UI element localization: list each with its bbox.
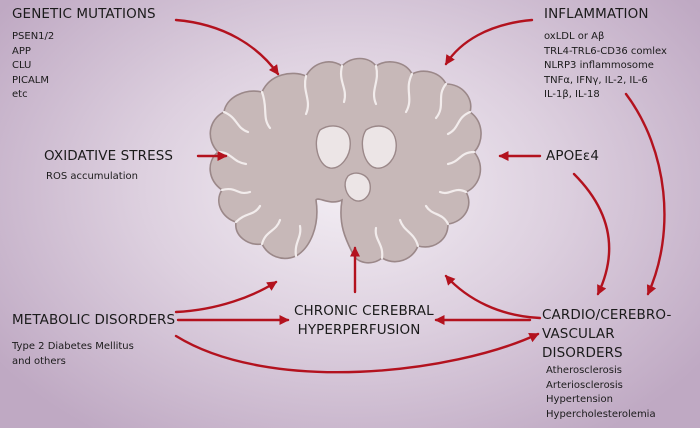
- inflammation-list: oxLDL or Aβ TRL4-TRL6-CD36 comlex NLRP3 …: [544, 30, 667, 103]
- inflammation-item: NLRP3 inflammosome: [544, 60, 654, 72]
- genetic-item: CLU: [12, 60, 32, 72]
- apoe4-heading: APOEε4: [546, 148, 600, 164]
- chronic-cerebral-hyperperfusion-heading: CHRONIC CEREBRAL HYPERPERFUSION: [294, 302, 434, 340]
- genetic-item: PICALM: [12, 74, 50, 86]
- left-ventricle: [315, 125, 351, 169]
- hypoperfusion-line: HYPERPERFUSION: [297, 322, 421, 338]
- metabolic-disorders-list: Type 2 Diabetes Mellitus and others: [12, 340, 134, 369]
- cardio-line: DISORDERS: [542, 345, 623, 361]
- metabolic-item: Type 2 Diabetes Mellitus: [12, 341, 134, 352]
- inflammation-item: IL-1β, IL-18: [544, 89, 600, 101]
- cardio-item: Hypercholesterolemia: [546, 408, 656, 420]
- arrow-cardio-to-brain: [444, 274, 542, 320]
- inflammation-item: oxLDL or Aβ: [544, 31, 605, 42]
- brain-outline: [209, 57, 482, 264]
- cardio-cerebrovascular-heading: CARDIO/CEREBRO- VASCULAR DISORDERS: [542, 306, 671, 363]
- brain-sulci: [216, 64, 476, 260]
- metabolic-item: and others: [12, 355, 66, 367]
- hypoperfusion-line: CHRONIC CEREBRAL: [294, 303, 434, 319]
- third-ventricle: [344, 172, 371, 202]
- genetic-mutations-heading: GENETIC MUTATIONS: [12, 6, 156, 22]
- inflammation-item: TRL4-TRL6-CD36 comlex: [544, 45, 667, 57]
- genetic-mutations-list: PSEN1/2 APP CLU PICALM etc: [12, 30, 54, 103]
- genetic-item: etc: [12, 89, 28, 101]
- oxidative-stress-heading: OXIDATIVE STRESS: [44, 148, 174, 164]
- arrow-metabolic-to-brain: [174, 280, 278, 314]
- genetic-item: APP: [12, 45, 31, 57]
- inflammation-heading: INFLAMMATION: [544, 6, 649, 22]
- oxidative-stress-list: ROS accumulation: [46, 170, 138, 185]
- metabolic-disorders-heading: METABOLIC DISORDERS: [12, 312, 176, 328]
- arrow-inflammation-to-cardio: [624, 92, 666, 296]
- arrows: [174, 18, 666, 374]
- cardio-item: Arteriosclerosis: [546, 379, 623, 391]
- oxidative-item: ROS accumulation: [46, 171, 138, 182]
- genetic-item: PSEN1/2: [12, 31, 55, 42]
- cardio-line: VASCULAR: [542, 326, 615, 342]
- arrow-apoe-to-cardio: [572, 172, 611, 296]
- arrow-genetic-to-brain: [174, 18, 280, 76]
- cardio-item: Atherosclerosis: [546, 365, 622, 376]
- cardio-line: CARDIO/CEREBRO-: [542, 307, 672, 323]
- cardio-item: Hypertension: [546, 394, 613, 406]
- brain-cross-section-illustration: [209, 57, 482, 264]
- brain-ventricles: [315, 125, 397, 202]
- arrow-metabolic-to-cardio: [174, 332, 540, 374]
- arrow-inflammation-to-brain: [444, 18, 534, 66]
- inflammation-item: TNFα, IFNγ, IL-2, IL-6: [544, 74, 648, 86]
- cardio-cerebrovascular-list: Atherosclerosis Arteriosclerosis Hyperte…: [546, 364, 656, 422]
- right-ventricle: [361, 125, 397, 169]
